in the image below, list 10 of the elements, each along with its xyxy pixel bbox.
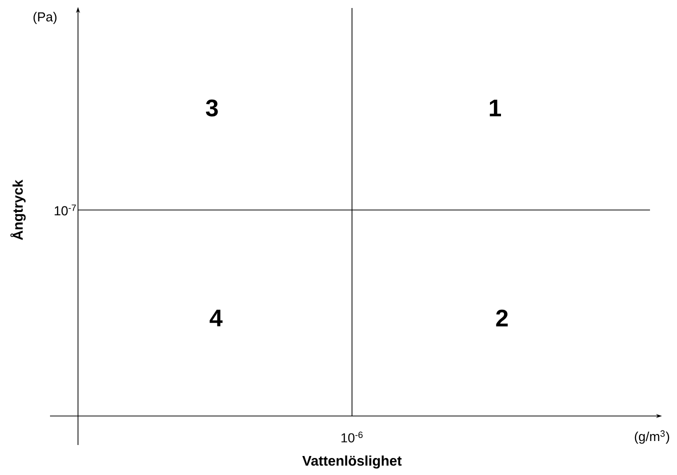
unit-label: (g/m$^{3}$) xyxy=(634,430,670,444)
axis-title: Vattenlöslighet xyxy=(302,455,402,469)
unit-label: (Pa) xyxy=(34,12,56,24)
tick-label: 10$^{-7}$ xyxy=(54,204,76,216)
axis-title: Ångtryck xyxy=(10,180,26,240)
quadrant-number: 3 xyxy=(206,100,218,116)
quadrant-number: 4 xyxy=(210,310,223,326)
quadrant-number: 2 xyxy=(496,310,508,326)
tick-label: 10$^{-6}$ xyxy=(341,432,363,442)
quadrant-number: 1 xyxy=(490,100,501,116)
